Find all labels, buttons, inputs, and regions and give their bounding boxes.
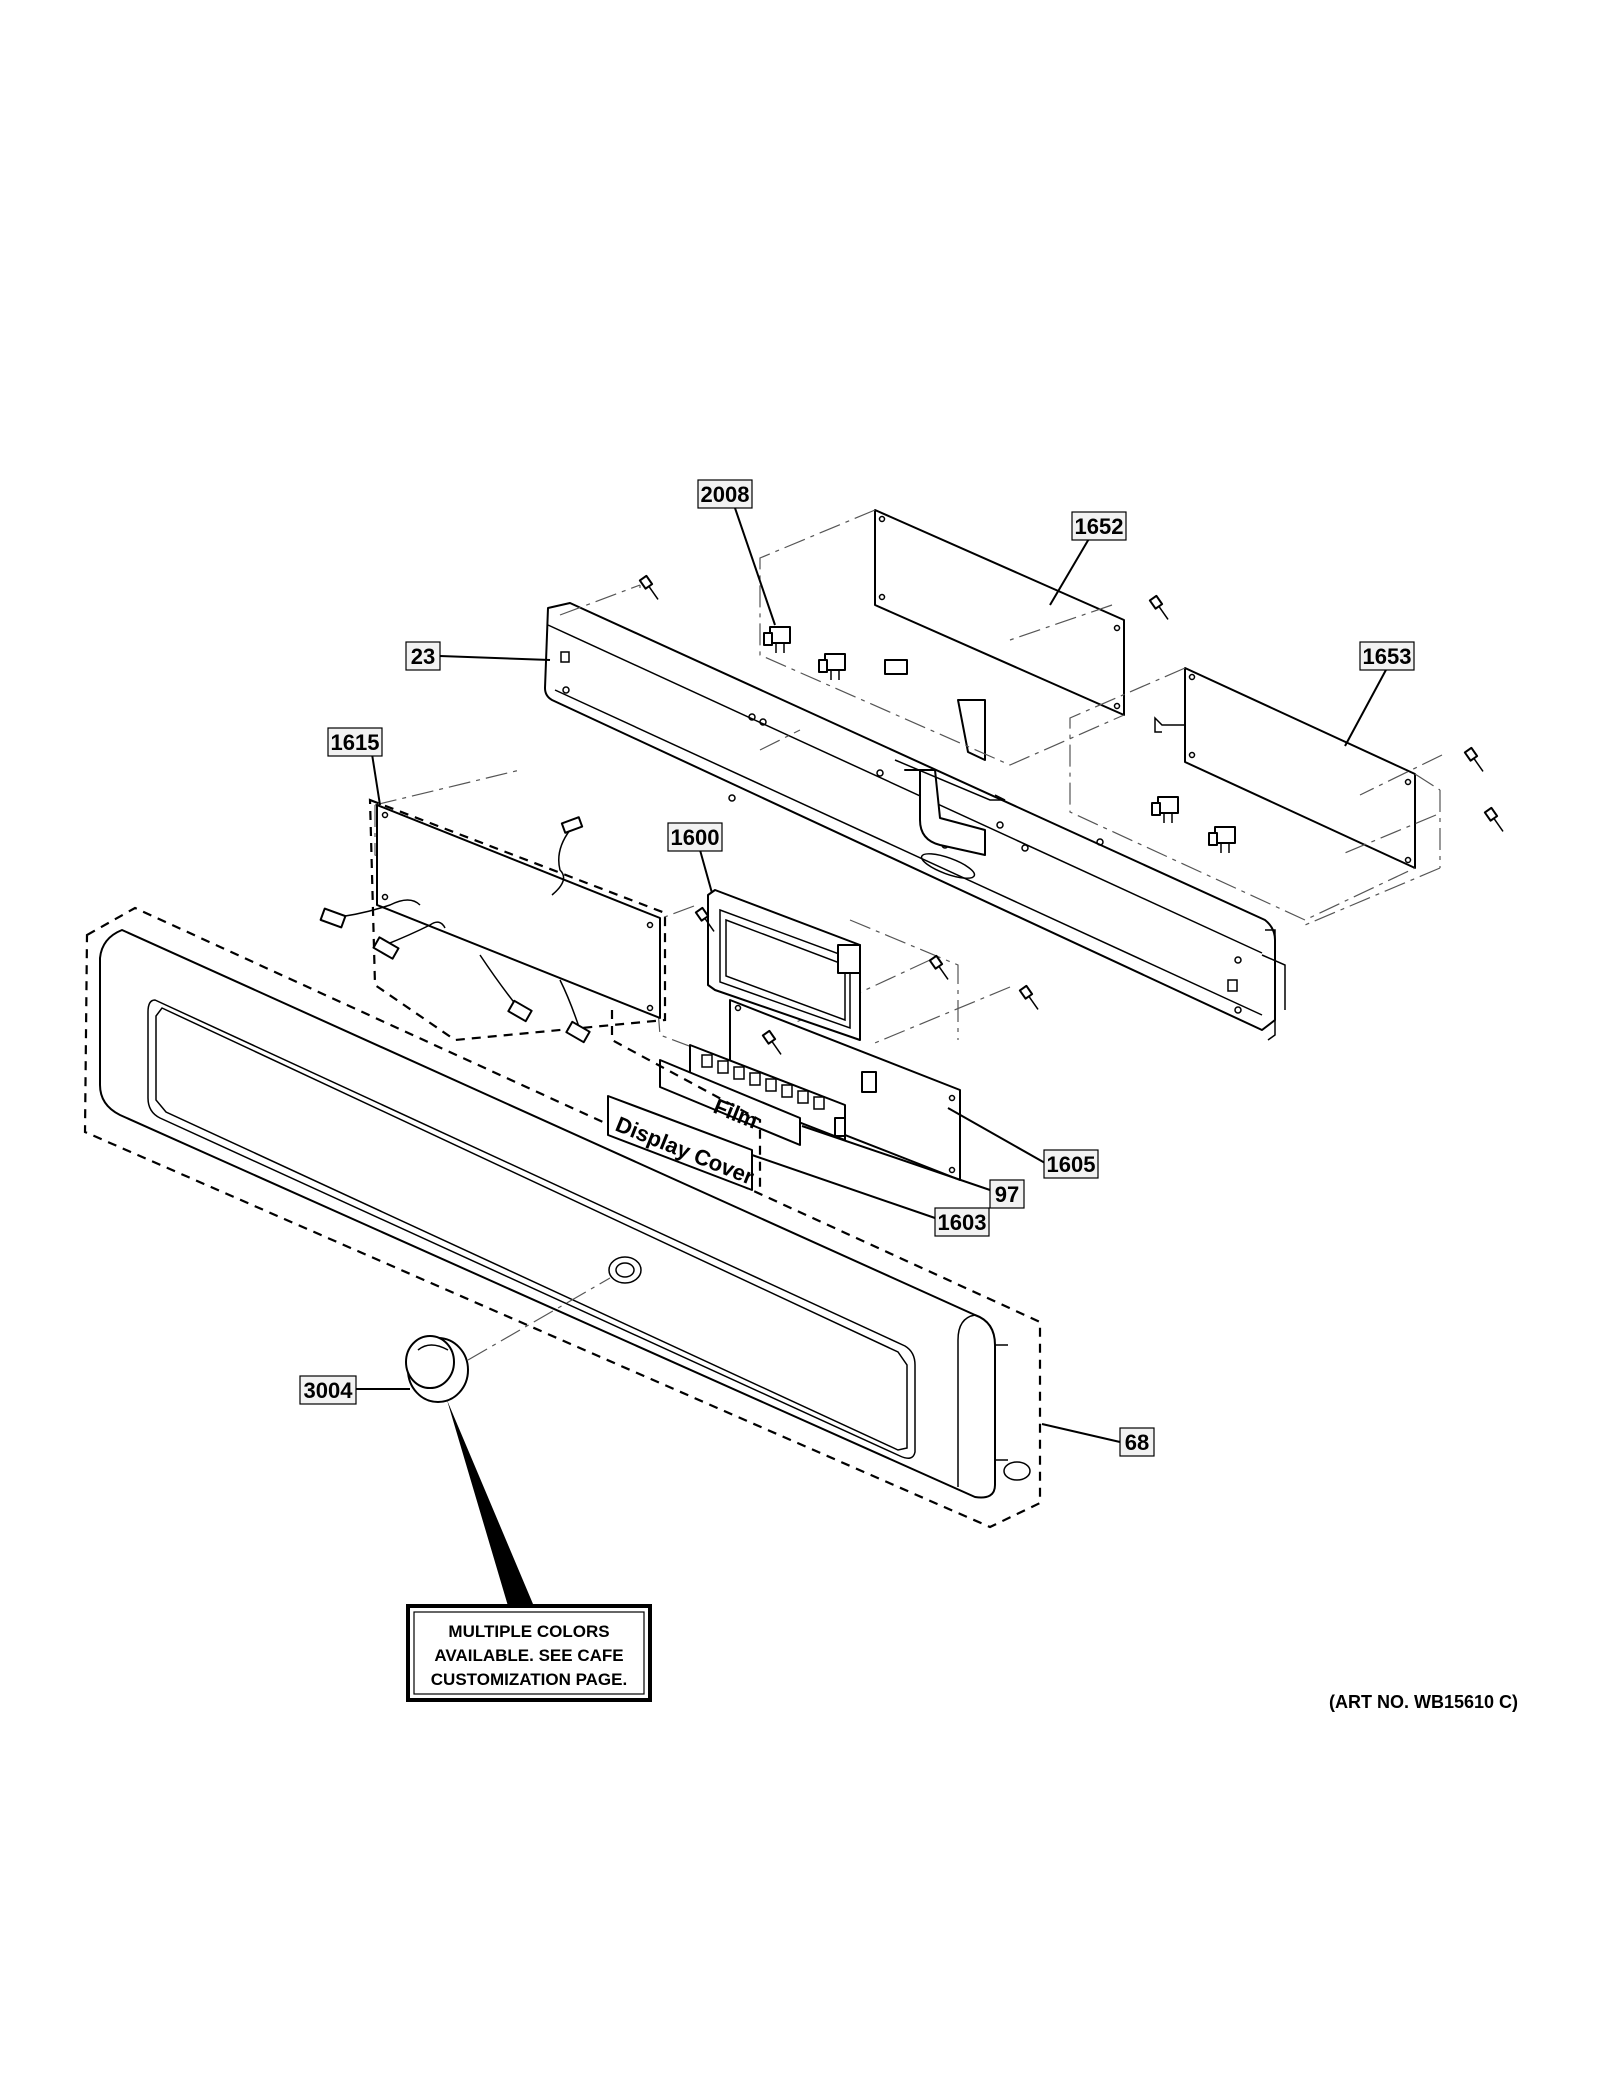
note-line-3: CUSTOMIZATION PAGE. — [431, 1670, 627, 1689]
main-bracket — [544, 602, 1286, 1041]
callout-3004-text: 3004 — [304, 1378, 354, 1403]
callout-1600-text: 1600 — [671, 825, 720, 850]
callout-1615[interactable]: 1615 — [327, 727, 383, 757]
phantom-lines — [374, 509, 1443, 1051]
control-panel-assembly-outline — [83, 906, 1042, 1529]
callout-1653[interactable]: 1653 — [1359, 641, 1415, 671]
callout-1605[interactable]: 1605 — [1043, 1149, 1099, 1179]
screw-icon — [1483, 806, 1504, 832]
connector-icon — [818, 653, 846, 680]
callout-1600[interactable]: 1600 — [667, 822, 723, 852]
callout-1653-text: 1653 — [1363, 644, 1412, 669]
screw-icon — [1148, 594, 1169, 620]
callout-1603-text: 1603 — [938, 1210, 987, 1235]
note-line-1: MULTIPLE COLORS — [448, 1622, 609, 1641]
callout-23-text: 23 — [411, 644, 435, 669]
callout-2008[interactable]: 2008 — [697, 479, 753, 509]
callout-3004[interactable]: 3004 — [299, 1375, 357, 1405]
leader-lines — [356, 507, 1388, 1443]
connector-icon — [1208, 826, 1236, 853]
callout-1652-text: 1652 — [1075, 514, 1124, 539]
screw-icon — [761, 1029, 782, 1055]
screw-icon — [1463, 746, 1484, 772]
screw-icon — [1018, 984, 1039, 1010]
callout-97[interactable]: 97 — [989, 1179, 1025, 1209]
callout-1605-text: 1605 — [1047, 1152, 1096, 1177]
note-pointer-arrow — [447, 1400, 533, 1606]
colors-note-box: MULTIPLE COLORS AVAILABLE. SEE CAFE CUST… — [406, 1604, 652, 1702]
callout-1652[interactable]: 1652 — [1071, 511, 1127, 541]
screw-icon — [694, 906, 715, 932]
circuit-board-1615 — [319, 798, 667, 1044]
callout-68-text: 68 — [1125, 1430, 1149, 1455]
callout-1603[interactable]: 1603 — [934, 1207, 990, 1237]
note-line-2: AVAILABLE. SEE CAFE — [434, 1646, 623, 1665]
screw-icon — [928, 954, 949, 980]
circuit-board-1653 — [1154, 667, 1416, 869]
connector-icon — [1151, 796, 1179, 823]
screw-icon — [638, 574, 659, 600]
knob-axis-line — [467, 1277, 611, 1361]
callout-68[interactable]: 68 — [1119, 1427, 1155, 1457]
screws — [638, 574, 1504, 1055]
connectors — [763, 626, 1236, 853]
film-layer: Film — [659, 1059, 801, 1146]
display-module — [707, 889, 861, 1041]
callout-2008-text: 2008 — [701, 482, 750, 507]
connector-icon — [763, 626, 791, 653]
knob — [405, 1335, 469, 1403]
art-number: (ART NO. WB15610 C) — [1329, 1692, 1518, 1712]
control-panel-trim — [99, 929, 1031, 1499]
callout-23[interactable]: 23 — [405, 641, 441, 671]
callout-97-text: 97 — [995, 1182, 1019, 1207]
callout-1615-text: 1615 — [331, 730, 380, 755]
film-outline — [610, 1010, 762, 1190]
